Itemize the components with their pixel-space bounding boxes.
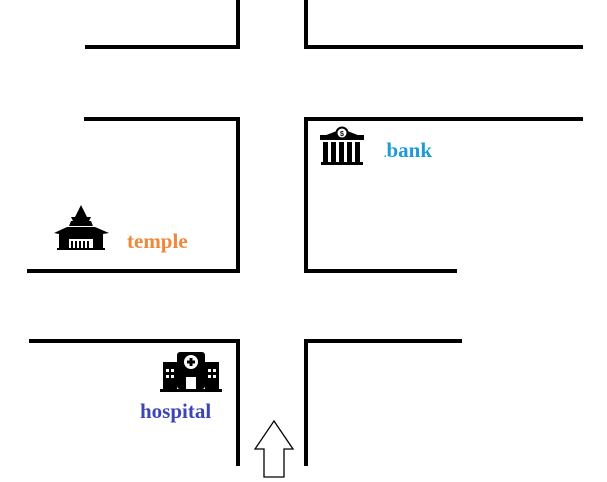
temple-label: temple [127,229,188,253]
bank-icon: $ [320,126,364,165]
up-arrow-icon [253,419,295,478]
svg-text:$: $ [340,131,344,138]
middle-right-block [304,117,583,273]
street-blocks [27,0,583,466]
bank-label-prefix: . [384,149,387,160]
hospital-label: hospital [140,399,212,423]
top-left-block [85,0,240,49]
temple-icon [54,205,109,250]
bottom-right-block [304,339,462,466]
middle-left-block [27,117,240,273]
top-right-block [304,0,583,49]
bank-label: .bank [384,140,432,161]
bank-label-text: bank [386,138,433,162]
hospital-icon [160,352,222,392]
bottom-left-block [29,339,240,466]
